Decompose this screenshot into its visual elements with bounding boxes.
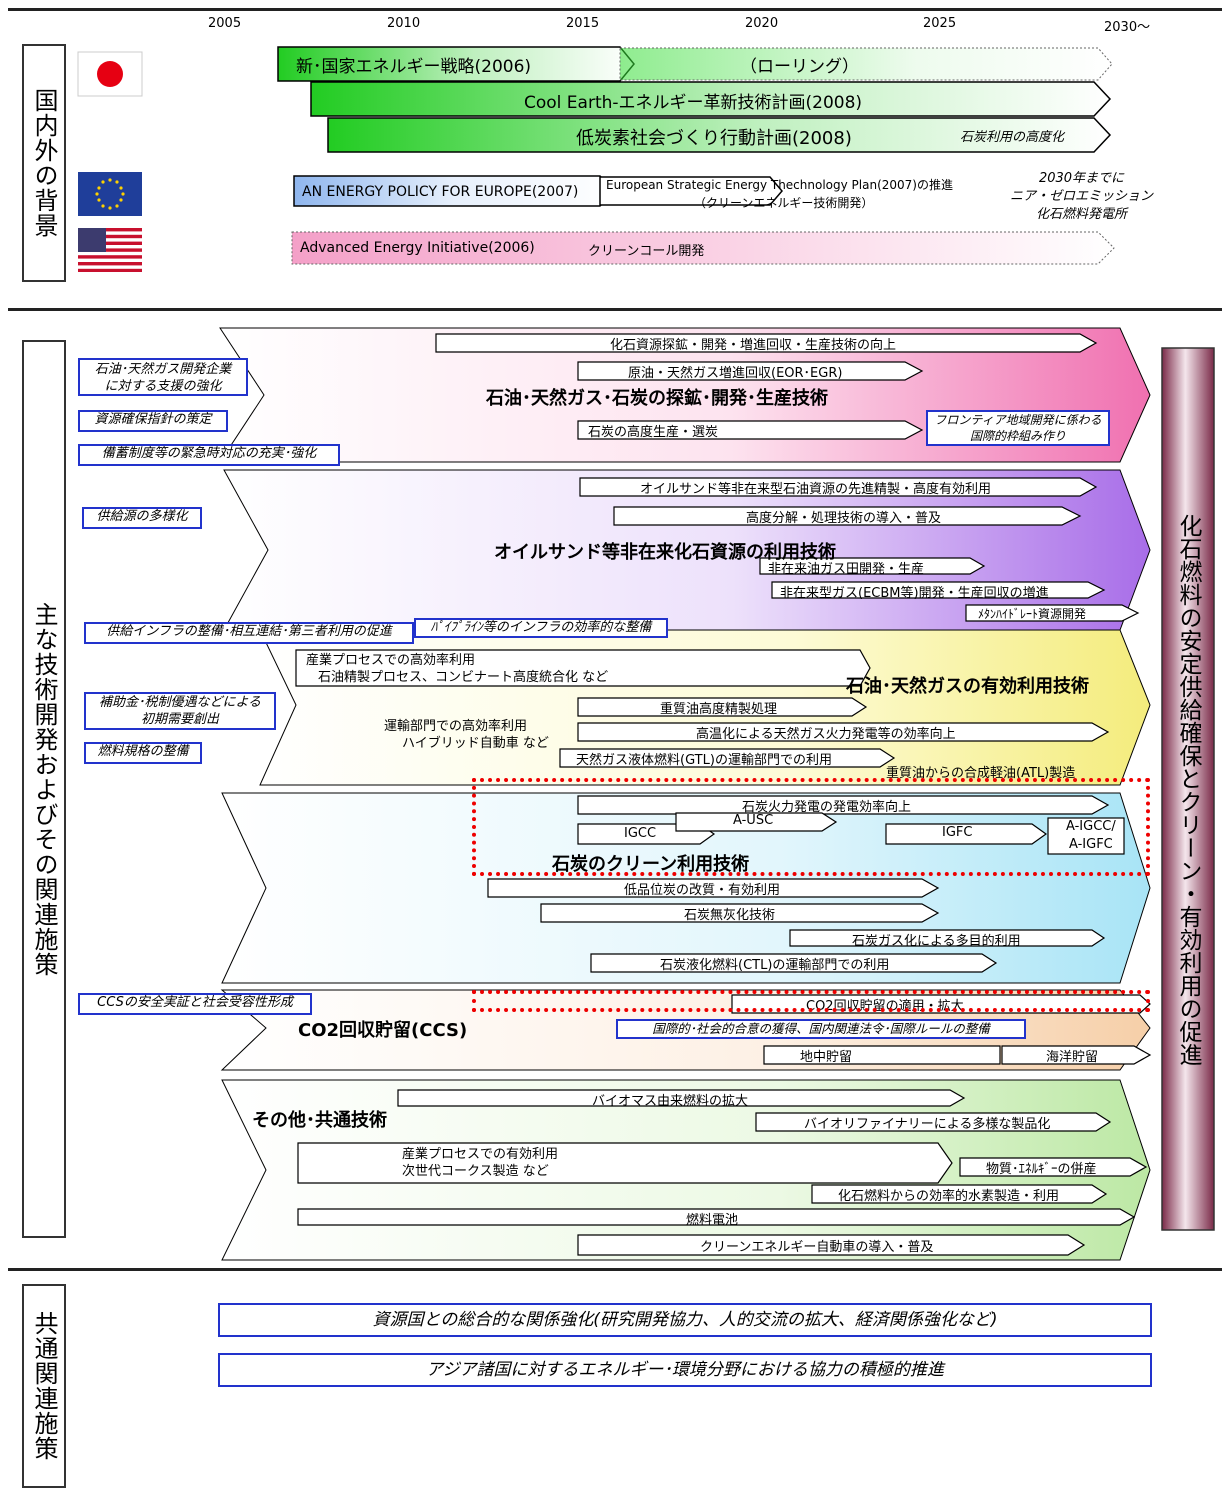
policy-fuel-standards: 燃料規格の整備 — [84, 742, 202, 764]
eu-clean-energy-label: （クリーンエネルギー技術開発） — [694, 196, 874, 210]
highlight-coal-power — [472, 778, 1150, 876]
right-goal-label: 化石燃料の安定供給確保とクリーン・有効利用の促進 — [1175, 514, 1201, 1066]
box-aigcc: A-IGCC/A-IGFC — [1066, 819, 1116, 852]
policy-stockpile: 備蓄制度等の緊急時対応の充実･強化 — [78, 444, 340, 466]
eu-flag-icon — [78, 172, 142, 216]
policy-frontier: フロンティア地域開発に係わる国際的枠組み作り — [926, 410, 1110, 446]
main-measures-label: 主な技術開発およびその関連施策 — [22, 340, 66, 1238]
box-biomass-fuel: バイオマス由来燃料の拡大 — [592, 1094, 749, 1109]
box-ausc: A-USC — [733, 813, 774, 828]
common-measures-label: 共通関連施策 — [22, 1284, 66, 1488]
box-ctl: 石炭液化燃料(CTL)の運輸部門での利用 — [660, 958, 890, 973]
box-biorefinery: バイオリファイナリーによる多様な製品化 — [804, 1117, 1051, 1132]
policy-infrastructure: 供給インフラの整備･相互連結･第三者利用の促進 — [84, 622, 414, 644]
box-eor-egr: 原油・天然ガス増進回収(EOR･EGR) — [628, 366, 843, 381]
box-clean-vehicle: クリーンエネルギー自動車の導入・普及 — [700, 1240, 934, 1255]
box-exploration-tech: 化石資源探鉱・開発・増進回収・生産技術の向上 — [610, 338, 897, 353]
year-2020: 2020 — [745, 16, 779, 31]
box-gtl: 天然ガス液体燃料(GTL)の運輸部門での利用 — [576, 753, 832, 768]
policy-ccs-regulation: 国際的･社会的合意の獲得、国内関連法令･国際ルールの整備 — [616, 1019, 1026, 1039]
box-methane-hydrate: ﾒﾀﾝﾊｲﾄﾞﾚｰﾄ資源開発 — [978, 607, 1087, 621]
highlight-ccs — [472, 990, 1150, 1012]
japan-flag-icon — [78, 52, 142, 96]
box-coproduction: 物質･ｴﾈﾙｷﾞｰの併産 — [986, 1162, 1097, 1177]
common-measure-resource-countries: 資源国との総合的な関係強化(研究開発協力、人的交流の拡大、経済関係強化など) — [218, 1303, 1152, 1337]
year-2010: 2010 — [387, 16, 421, 31]
year-2025: 2025 — [923, 16, 957, 31]
box-ash-free-coal: 石炭無灰化技術 — [684, 908, 776, 923]
policy-supply-diversify: 供給源の多様化 — [82, 507, 202, 529]
near-zero-note: 2030年までにニア・ゼロエミッション化石燃料発電所 — [1010, 171, 1154, 222]
box-igfc: IGFC — [942, 825, 973, 840]
low-carbon-arrow: 低炭素社会づくり行動計画(2008) — [576, 128, 852, 149]
policy-ccs-acceptance: CCSの安全実証と社会受容性形成 — [78, 993, 312, 1015]
year-2005: 2005 — [208, 16, 242, 31]
text-industrial-use: 産業プロセスでの有効利用次世代コークス製造 など — [402, 1147, 559, 1179]
eu-energy-policy-arrow: AN ENERGY POLICY FOR EUROPE(2007) — [302, 184, 579, 200]
eu-set-plan-label: European Strategic Energy Thechnology Pl… — [606, 178, 953, 192]
policy-subsidy: 補助金･税制優遇などによる初期需要創出 — [84, 692, 276, 730]
box-hydrogen: 化石燃料からの効率的水素製造・利用 — [838, 1189, 1060, 1204]
us-aei-arrow: Advanced Energy Initiative(2006) — [300, 240, 535, 256]
box-coal-gasification: 石炭ガス化による多目的利用 — [852, 934, 1021, 949]
us-flag-icon — [78, 228, 142, 272]
box-coal-production: 石炭の高度生産・選炭 — [588, 425, 719, 440]
text-transport-efficiency: 運輸部門での高効率利用ハイブリッド自動車 など — [384, 719, 549, 751]
box-ocean-storage: 海洋貯留 — [1046, 1050, 1099, 1065]
jp-strategy-arrow: 新･国家エネルギー戦略(2006) — [296, 57, 532, 77]
box-geological-storage: 地中貯留 — [800, 1050, 853, 1065]
coal-advanced-use-label: 石炭利用の高度化 — [960, 130, 1065, 145]
box-oil-sands-refining: オイルサンド等非在来型石油資源の先進精製・高度有効利用 — [640, 482, 992, 497]
box-unconventional-oil-gas: 非在来油ガス田開発・生産 — [768, 562, 925, 577]
box-heavy-oil-refining: 重質油高度精製処理 — [660, 702, 778, 717]
policy-pipeline: ﾊﾟｲﾌﾟﾗｲﾝ等のインフラの効率的な整備 — [414, 618, 668, 638]
box-coal-power-efficiency: 石炭火力発電の発電効率向上 — [742, 800, 912, 815]
policy-resource-guideline: 資源確保指針の策定 — [78, 410, 228, 432]
box-atl: 重質油からの合成軽油(ATL)製造 — [886, 766, 1076, 781]
policy-dev-support: 石油･天然ガス開発企業に対する支援の強化 — [78, 358, 248, 396]
cool-earth-arrow: Cool Earth-エネルギー革新技術計画(2008) — [524, 93, 863, 113]
box-gas-power-efficiency: 高温化による天然ガス火力発電等の効率向上 — [696, 727, 956, 742]
sec3-title: 石油･天然ガスの有効利用技術 — [846, 676, 1089, 697]
sec2-title: オイルサンド等非在来化石資源の利用技術 — [494, 542, 836, 563]
year-2015: 2015 — [566, 16, 600, 31]
sec5-title: CO2回収貯留(CCS) — [298, 1020, 468, 1041]
box-ecbm: 非在来型ガス(ECBM等)開発・生産回収の増進 — [780, 586, 1049, 601]
year-2030: 2030～ — [1104, 20, 1151, 35]
box-low-rank-coal: 低品位炭の改質・有効利用 — [624, 883, 781, 898]
sec6-title: その他･共通技術 — [252, 1110, 387, 1131]
text-industrial-efficiency: 産業プロセスでの高効率利用石油精製プロセス、コンビナート高度統合化 など — [306, 653, 609, 685]
sec4-title: 石炭のクリーン利用技術 — [552, 854, 750, 875]
background-label: 国内外の背景 — [22, 44, 66, 282]
common-measure-asia: アジア諸国に対するエネルギー･環境分野における協力の積極的推進 — [218, 1353, 1152, 1387]
box-igcc: IGCC — [624, 826, 657, 841]
box-fuel-cell: 燃料電池 — [686, 1213, 739, 1228]
box-cracking: 高度分解・処理技術の導入・普及 — [746, 511, 942, 526]
jp-rolling-label: （ローリング） — [740, 57, 859, 77]
sec1-title: 石油･天然ガス･石炭の探鉱･開発･生産技術 — [486, 388, 828, 409]
clean-coal-label: クリーンコール開発 — [588, 244, 705, 259]
